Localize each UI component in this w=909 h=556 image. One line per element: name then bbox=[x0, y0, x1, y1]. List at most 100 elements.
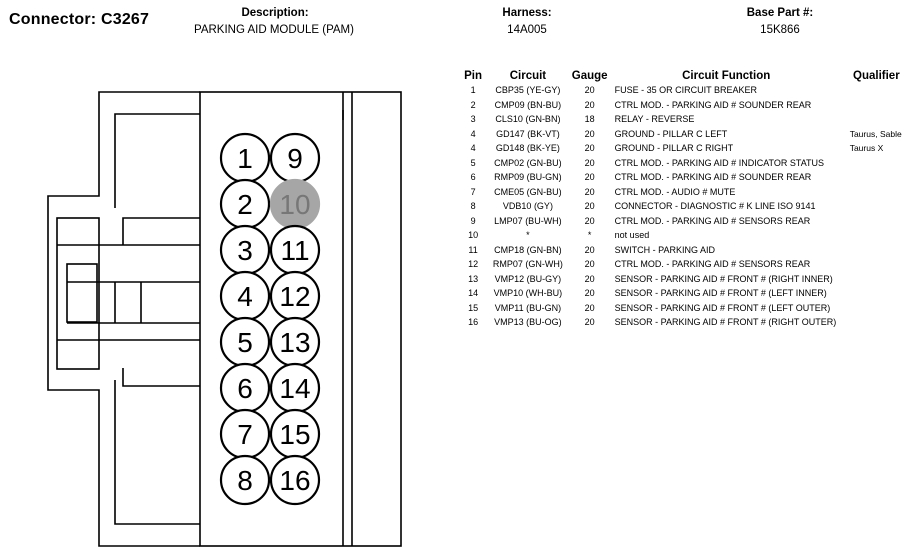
cell-pin: 7 bbox=[470, 186, 476, 197]
cell-circuit: RMP09 (BU-GN) bbox=[494, 172, 562, 182]
cell-function: CONNECTOR - DIAGNOSTIC # K LINE ISO 9141 bbox=[614, 201, 816, 211]
cell-gauge: 20 bbox=[584, 288, 595, 298]
cell-circuit: CBP35 (YE-GY) bbox=[495, 85, 561, 95]
cell-function: SENSOR - PARKING AID # FRONT # (RIGHT IN… bbox=[614, 273, 833, 284]
cell-gauge: 20 bbox=[584, 99, 595, 110]
cell-qualifier bbox=[844, 286, 909, 301]
cell-gauge: 20 bbox=[584, 215, 595, 226]
col-header-circuit: Circuit bbox=[509, 70, 547, 82]
cell-qualifier bbox=[844, 199, 909, 214]
col-header-gauge: Gauge bbox=[571, 70, 608, 82]
pin-number-label: 11 bbox=[280, 235, 309, 266]
cell-circuit: VMP13 (BU-OG) bbox=[494, 317, 562, 327]
connector-housing bbox=[47, 91, 402, 547]
cell-function: CTRL MOD. - PARKING AID # SENSORS REAR bbox=[614, 259, 811, 269]
pin-number-label: 2 bbox=[237, 189, 253, 220]
table-row: 10**not used bbox=[461, 228, 909, 243]
cell-function: GROUND - PILLAR C RIGHT bbox=[614, 143, 734, 153]
cell-qualifier bbox=[844, 301, 909, 316]
pin-number-label: 9 bbox=[287, 143, 303, 174]
cell-pin: 14 bbox=[468, 288, 479, 298]
cell-gauge: 20 bbox=[584, 172, 595, 182]
col-header-circuit-function: Circuit Function bbox=[682, 70, 771, 82]
pin-number-label: 12 bbox=[279, 281, 310, 312]
cell-qualifier bbox=[844, 170, 909, 185]
connector-title: Connector: C3267 bbox=[9, 11, 150, 28]
harness-value: 14A005 bbox=[507, 24, 547, 36]
pin-number-label: 16 bbox=[279, 465, 310, 496]
cell-function: SENSOR - PARKING AID # FRONT # (LEFT OUT… bbox=[614, 302, 831, 313]
cell-qualifier bbox=[844, 156, 909, 171]
table-row: 4 GD148 (BK-YE) 20 GROUND - PILLAR C RIGHT T… bbox=[461, 141, 909, 156]
base-part-value: 15K866 bbox=[760, 24, 800, 36]
pin-cavity bbox=[219, 454, 271, 506]
cell-function: SENSOR - PARKING AID # FRONT # (LEFT INN… bbox=[614, 288, 827, 298]
pin-number-label: 3 bbox=[237, 235, 253, 266]
table-header-row: Pin Circuit Gauge Circuit Function Quali… bbox=[461, 69, 909, 83]
cell-gauge: 20 bbox=[584, 244, 595, 255]
cell-circuit: GD147 (BK-VT) bbox=[496, 128, 560, 139]
cell-pin: 15 bbox=[468, 302, 479, 313]
cell-gauge: 20 bbox=[584, 143, 595, 153]
cell-gauge: 20 bbox=[584, 157, 595, 168]
table-row: 1 CBP35 (YE-GY) 20 FUSE - 35 OR CIRCUIT BRE… bbox=[461, 83, 909, 98]
cell-gauge: 20 bbox=[584, 85, 595, 95]
cell-qualifier bbox=[844, 243, 909, 258]
description-value: PARKING AID MODULE (PAM) bbox=[194, 24, 354, 36]
cell-qualifier: Taurus, Sable bbox=[849, 128, 902, 139]
cell-circuit: VMP11 (BU-GN) bbox=[494, 302, 562, 313]
cell-qualifier bbox=[844, 83, 909, 98]
cell-circuit: VDB10 (GY) bbox=[502, 201, 553, 211]
table-row: 14 VMP10 (WH-BU) 20 SENSOR - PARKING AID # … bbox=[461, 286, 909, 301]
col-header-pin: Pin bbox=[464, 70, 483, 82]
cell-function: FUSE - 35 OR CIRCUIT BREAKER bbox=[614, 85, 758, 95]
table-row: 13 VMP12 (BU-GY) 20 SENSOR - PARKING AID # … bbox=[461, 272, 909, 287]
cell-pin: 2 bbox=[470, 99, 476, 110]
cell-function: GROUND - PILLAR C LEFT bbox=[614, 128, 728, 139]
cell-circuit: LMP07 (BU-WH) bbox=[494, 215, 562, 226]
cell-pin: 8 bbox=[470, 201, 476, 211]
cell-function: CTRL MOD. - PARKING AID # INDICATOR STAT… bbox=[614, 157, 825, 168]
cell-qualifier bbox=[844, 185, 909, 200]
cell-circuit: CMP09 (BN-BU) bbox=[494, 99, 562, 110]
cell-pin: 13 bbox=[468, 273, 479, 284]
cell-circuit: * bbox=[526, 230, 530, 240]
cell-gauge: 18 bbox=[584, 114, 595, 124]
pin-number-label: 1 bbox=[237, 143, 253, 174]
cell-circuit: VMP12 (BU-GY) bbox=[494, 273, 562, 284]
cell-qualifier bbox=[844, 257, 909, 272]
cell-gauge: 20 bbox=[584, 273, 595, 284]
cell-pin: 10 bbox=[468, 230, 479, 240]
cell-gauge: 20 bbox=[584, 186, 595, 197]
pin-number-label: 4 bbox=[237, 281, 253, 312]
pin-cavity bbox=[269, 454, 321, 506]
cell-pin: 1 bbox=[470, 85, 476, 95]
cell-pin: 16 bbox=[468, 317, 479, 327]
cell-function: SENSOR - PARKING AID # FRONT # (RIGHT OU… bbox=[614, 317, 837, 327]
cell-pin: 12 bbox=[468, 259, 479, 269]
description-label: Description: bbox=[241, 7, 309, 19]
cell-circuit: GD148 (BK-YE) bbox=[495, 143, 560, 153]
pin-number-label: 5 bbox=[237, 327, 253, 358]
cell-function: CTRL MOD. - PARKING AID # SENSORS REAR bbox=[614, 215, 811, 226]
cell-circuit: VMP10 (WH-BU) bbox=[493, 288, 563, 298]
cell-pin: 4 bbox=[470, 143, 476, 153]
cell-qualifier bbox=[844, 228, 909, 243]
cell-qualifier: Taurus X bbox=[849, 143, 884, 153]
cell-pin: 6 bbox=[470, 172, 476, 182]
cell-circuit: RMP07 (GN-WH) bbox=[492, 259, 563, 269]
cell-qualifier bbox=[844, 272, 909, 287]
cell-pin: 3 bbox=[470, 114, 476, 124]
harness-label: Harness: bbox=[502, 7, 552, 19]
pin-number-label: 7 bbox=[237, 419, 253, 450]
pin-number-label: 13 bbox=[279, 327, 310, 358]
